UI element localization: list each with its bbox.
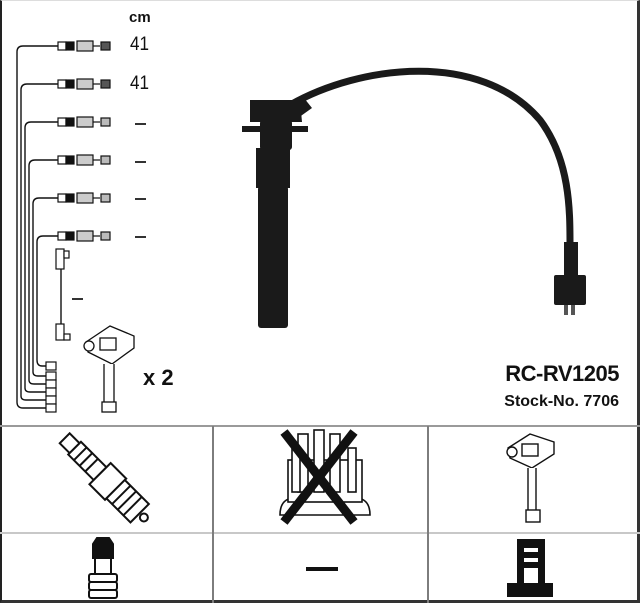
lead-length-5 <box>135 198 146 200</box>
grid-divider-right <box>427 426 429 603</box>
unit-label: cm <box>129 9 151 26</box>
lead-length-7 <box>72 298 83 300</box>
plug-connector-icon <box>88 537 118 599</box>
coil-quantity: x 2 <box>143 365 174 390</box>
spark-plug-icon <box>58 431 151 524</box>
grid-divider-top <box>0 425 640 427</box>
grid-divider-middle <box>0 532 640 534</box>
distributor-cap-icon <box>279 429 371 525</box>
wiring-schematic <box>16 40 135 413</box>
stock-number: Stock-No. 7706 <box>504 393 619 410</box>
lead-length-3 <box>135 123 146 125</box>
coil-connector-icon <box>507 539 553 597</box>
no-item-dash <box>306 567 338 571</box>
ignition-lead-image <box>242 67 586 328</box>
grid-divider-left <box>212 426 214 603</box>
ignition-coil-icon <box>506 433 555 523</box>
lead-length-2: 41 <box>130 73 150 94</box>
part-model: RC-RV1205 <box>505 361 619 386</box>
lead-length-4 <box>135 161 146 163</box>
ignition-coil-small-icon <box>83 325 135 413</box>
lead-length-6 <box>135 236 146 238</box>
lead-length-1: 41 <box>130 34 150 55</box>
